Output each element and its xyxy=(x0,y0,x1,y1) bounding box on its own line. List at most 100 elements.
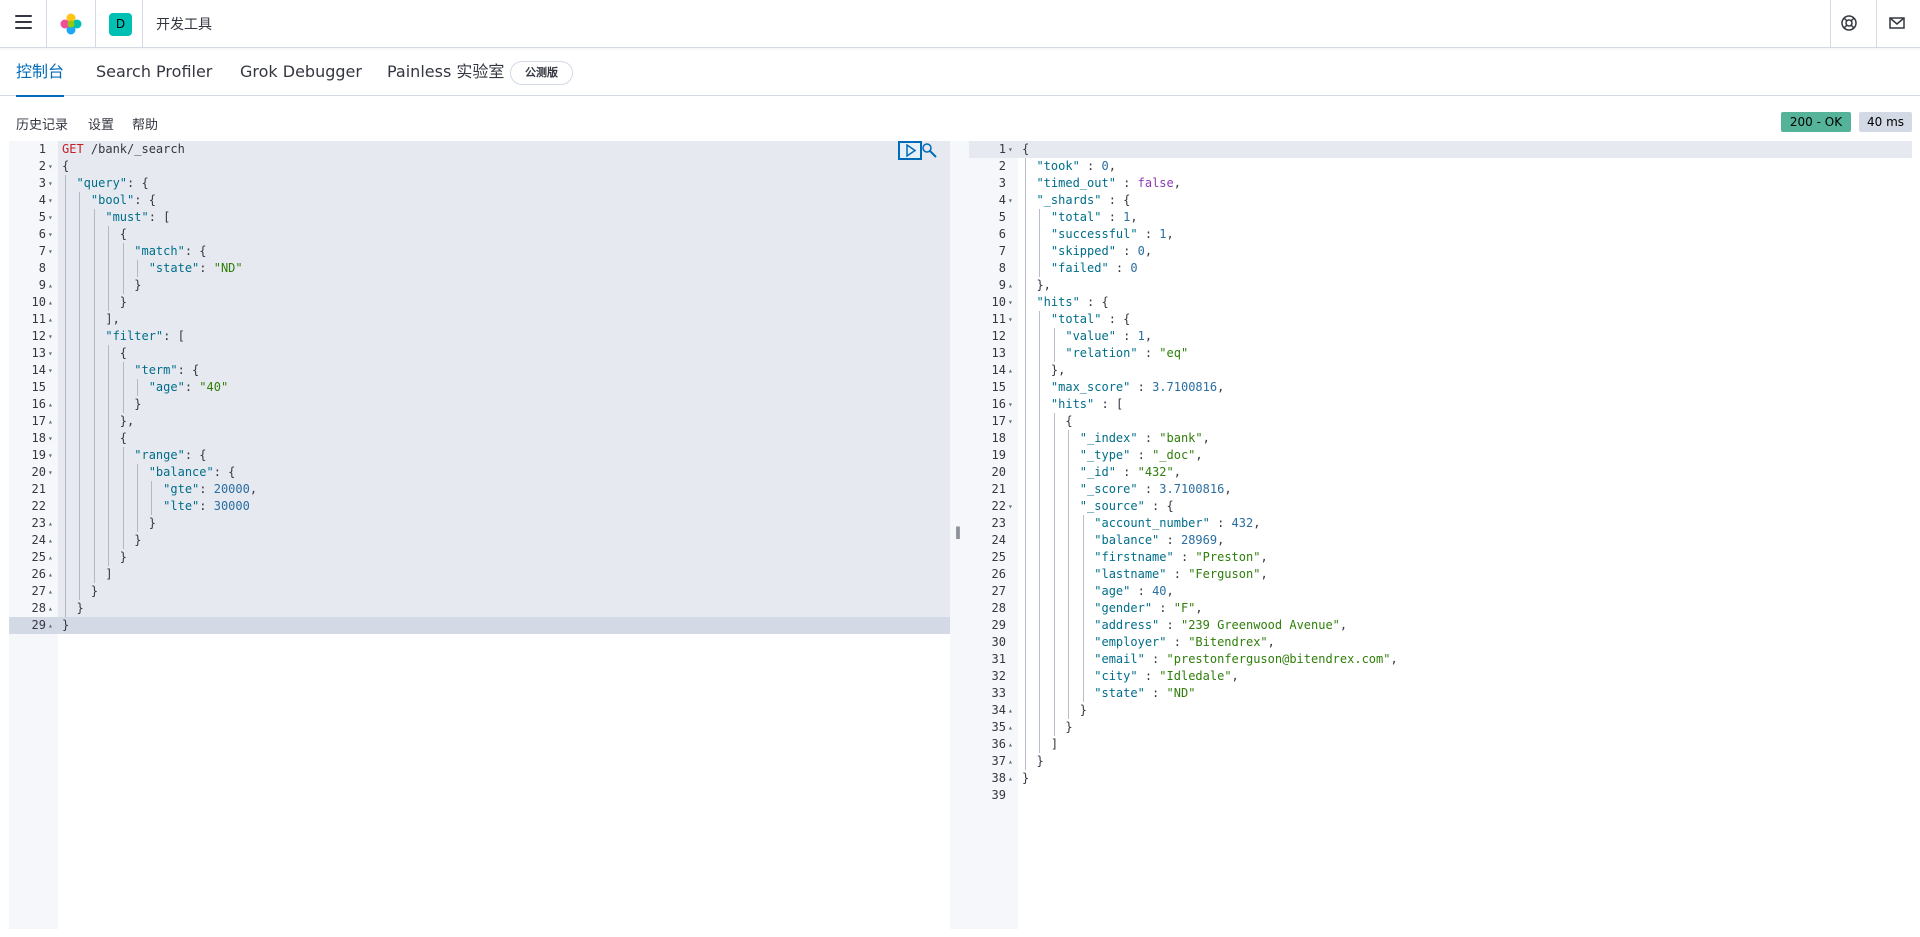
code-text: "gte": 20000, xyxy=(163,482,258,496)
fold-toggle-icon[interactable]: ▾ xyxy=(48,366,53,375)
help-link[interactable]: 帮助 xyxy=(132,118,159,133)
fold-toggle-icon[interactable]: ▾ xyxy=(1008,315,1013,324)
tab-bar: 控制台 Search Profiler Grok Debugger Painle… xyxy=(0,48,1920,97)
breadcrumb[interactable]: 开发工具 xyxy=(156,17,212,33)
help-icon[interactable] xyxy=(1840,14,1858,32)
indent-guide xyxy=(65,481,66,498)
tab-grok-debugger[interactable]: Grok Debugger xyxy=(240,62,362,81)
fold-toggle-icon[interactable]: ▾ xyxy=(48,349,53,358)
indent-guide xyxy=(1039,651,1041,668)
fold-toggle-icon[interactable]: ▴ xyxy=(48,400,53,409)
code-text: "state" : "ND" xyxy=(1094,686,1196,700)
indent-guide xyxy=(137,515,138,532)
indent-guide xyxy=(1068,430,1070,447)
indent-guide xyxy=(108,260,110,277)
fold-toggle-icon[interactable]: ▴ xyxy=(1008,281,1013,290)
line-number: 10 xyxy=(991,295,1006,309)
line-number: 2 xyxy=(38,159,46,173)
fold-toggle-icon[interactable]: ▾ xyxy=(48,162,53,171)
line-number: 11 xyxy=(31,312,46,326)
code-line: 32 "city" : "Idledale", xyxy=(969,668,1912,685)
fold-toggle-icon[interactable]: ▾ xyxy=(48,230,53,239)
line-number: 37 xyxy=(991,754,1006,768)
indent-guide xyxy=(122,481,124,498)
fold-toggle-icon[interactable]: ▴ xyxy=(1008,366,1013,375)
history-link[interactable]: 历史记录 xyxy=(16,118,69,133)
indent-guide xyxy=(93,226,95,243)
fold-toggle-icon[interactable]: ▾ xyxy=(1008,502,1013,511)
fold-toggle-icon[interactable]: ▴ xyxy=(48,553,53,562)
fold-toggle-icon[interactable]: ▾ xyxy=(48,247,53,256)
code-text: { xyxy=(62,159,70,173)
fold-toggle-icon[interactable]: ▾ xyxy=(48,196,53,205)
fold-toggle-icon[interactable]: ▾ xyxy=(1008,417,1013,426)
tab-console[interactable]: 控制台 xyxy=(16,48,65,97)
fold-toggle-icon[interactable]: ▴ xyxy=(48,298,53,307)
menu-icon[interactable] xyxy=(15,15,32,29)
send-request-button[interactable] xyxy=(898,141,922,160)
code-line: 8 "state": "ND" xyxy=(9,260,950,277)
code-line: 28 "gender" : "F", xyxy=(969,600,1912,617)
fold-toggle-icon[interactable]: ▾ xyxy=(48,332,53,341)
fold-toggle-icon[interactable]: ▾ xyxy=(48,213,53,222)
indent-guide xyxy=(1025,515,1026,532)
fold-toggle-icon[interactable]: ▴ xyxy=(48,621,53,630)
fold-toggle-icon[interactable]: ▴ xyxy=(48,417,53,426)
fold-toggle-icon[interactable]: ▾ xyxy=(1008,196,1013,205)
line-number: 34 xyxy=(991,703,1006,717)
tab-painless-lab[interactable]: Painless 实验室 xyxy=(387,62,505,81)
response-editor[interactable]: 1▾{2 "took" : 0,3 "timed_out" : false,4▾… xyxy=(969,141,1912,929)
indent-guide xyxy=(79,209,81,226)
code-line: 15 "age": "40" xyxy=(9,379,950,396)
line-number: 6 xyxy=(998,227,1006,241)
line-number: 16 xyxy=(991,397,1006,411)
indent-guide xyxy=(108,362,110,379)
code-text: { xyxy=(62,431,128,445)
fold-toggle-icon[interactable]: ▴ xyxy=(48,519,53,528)
fold-toggle-icon[interactable]: ▾ xyxy=(1008,400,1013,409)
line-number: 21 xyxy=(31,482,46,496)
tab-search-profiler[interactable]: Search Profiler xyxy=(96,62,213,81)
indent-guide xyxy=(1025,430,1026,447)
line-number: 18 xyxy=(991,431,1006,445)
fold-toggle-icon[interactable]: ▾ xyxy=(1008,298,1013,307)
indent-guide xyxy=(1068,481,1070,498)
fold-toggle-icon[interactable]: ▴ xyxy=(48,281,53,290)
fold-toggle-icon[interactable]: ▴ xyxy=(1008,740,1013,749)
fold-toggle-icon[interactable]: ▴ xyxy=(1008,774,1013,783)
settings-link[interactable]: 设置 xyxy=(88,118,115,133)
fold-toggle-icon[interactable]: ▴ xyxy=(1008,757,1013,766)
line-number: 26 xyxy=(31,567,46,581)
fold-toggle-icon[interactable]: ▾ xyxy=(48,468,53,477)
wrench-icon[interactable] xyxy=(920,141,938,160)
indent-guide xyxy=(1025,634,1026,651)
fold-toggle-icon[interactable]: ▾ xyxy=(1008,145,1013,154)
indent-guide xyxy=(1039,447,1041,464)
indent-guide xyxy=(1025,226,1026,243)
fold-toggle-icon[interactable]: ▾ xyxy=(48,179,53,188)
indent-guide xyxy=(1053,583,1055,600)
indent-guide xyxy=(1025,464,1026,481)
fold-toggle-icon[interactable]: ▾ xyxy=(48,451,53,460)
indent-guide xyxy=(93,311,95,328)
fold-toggle-icon[interactable]: ▴ xyxy=(1008,723,1013,732)
code-line: 25▴ } xyxy=(9,549,950,566)
fold-toggle-icon[interactable]: ▴ xyxy=(48,536,53,545)
indent-guide xyxy=(122,515,124,532)
code-line: 33 "state" : "ND" xyxy=(969,685,1912,702)
fold-toggle-icon[interactable]: ▴ xyxy=(48,587,53,596)
indent-guide xyxy=(93,566,95,583)
fold-toggle-icon[interactable]: ▴ xyxy=(48,570,53,579)
indent-guide xyxy=(93,498,95,515)
fold-toggle-icon[interactable]: ▴ xyxy=(48,604,53,613)
mail-icon[interactable] xyxy=(1888,14,1906,32)
indent-guide xyxy=(1039,566,1041,583)
elastic-logo[interactable] xyxy=(60,13,82,35)
pane-resizer[interactable]: ‖ xyxy=(950,141,969,929)
fold-toggle-icon[interactable]: ▾ xyxy=(48,434,53,443)
fold-toggle-icon[interactable]: ▴ xyxy=(48,315,53,324)
space-avatar[interactable]: D xyxy=(109,13,132,36)
fold-toggle-icon[interactable]: ▴ xyxy=(1008,706,1013,715)
code-line: 28▴ } xyxy=(9,600,950,617)
